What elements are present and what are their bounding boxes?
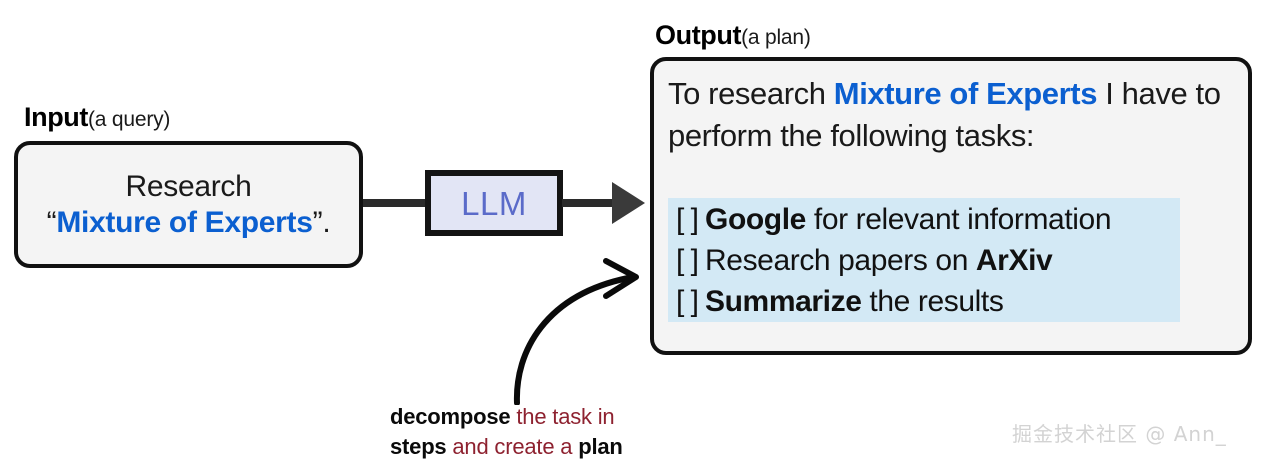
- task-rest: for relevant information: [805, 203, 1112, 236]
- watermark-text: 掘金技术社区 @ Ann_: [1012, 422, 1227, 446]
- decompose-line1-rest: the task in: [510, 404, 615, 429]
- decompose-line2-rest: and create a: [446, 434, 579, 459]
- task-lead-bold: Summarize: [705, 285, 862, 318]
- task-list-item[interactable]: [ ] Research papers on ArXiv: [676, 240, 1196, 281]
- decompose-annotation-text: decompose the task in steps and create a…: [390, 402, 720, 462]
- output-intro-after: I have to perform the following tasks:: [668, 76, 1221, 153]
- task-lead-bold: Google: [705, 203, 806, 236]
- checkbox-icon[interactable]: [ ]: [676, 285, 699, 318]
- task-list-item[interactable]: [ ] Summarize the results: [676, 281, 1196, 322]
- input-caption-title: Input: [24, 102, 88, 132]
- quote-close-glyph: ”: [312, 205, 323, 239]
- checkbox-icon[interactable]: [ ]: [676, 203, 699, 236]
- input-query-line-2: “Mixture of Experts”.: [47, 205, 331, 240]
- steps-keyword: steps: [390, 434, 447, 459]
- task-list-highlight-band: [668, 198, 1180, 322]
- decompose-annotation-line-2: steps and create a plan: [390, 432, 720, 462]
- arrow-head-icon: [612, 182, 645, 224]
- decompose-annotation-line-1: decompose the task in: [390, 402, 720, 432]
- task-list-item[interactable]: [ ] Google for relevant information: [676, 199, 1196, 240]
- connector-line-llm-to-output: [562, 199, 624, 207]
- task-tail-bold: ArXiv: [975, 244, 1053, 277]
- output-intro-term: Mixture of Experts: [833, 76, 1098, 111]
- decompose-curved-arrow-icon: [513, 258, 639, 405]
- llm-node-label: LLM: [461, 184, 527, 222]
- task-rest: the results: [861, 285, 1004, 318]
- checkbox-icon[interactable]: [ ]: [676, 244, 699, 277]
- output-caption-title: Output: [655, 20, 742, 50]
- output-caption-subtitle: (a plan): [741, 26, 811, 49]
- input-caption-subtitle: (a query): [87, 108, 171, 131]
- input-query-box: Research “Mixture of Experts”.: [14, 141, 363, 268]
- input-panel-caption: Input(a query): [24, 104, 170, 131]
- plan-keyword: plan: [578, 434, 623, 459]
- input-query-term: Mixture of Experts: [56, 205, 313, 239]
- output-intro-before: To research: [668, 76, 834, 111]
- input-query-period: .: [322, 205, 331, 239]
- connector-line-input-to-llm: [363, 199, 427, 207]
- output-intro-text: To research Mixture of Experts I have to…: [668, 73, 1238, 157]
- task-checklist: [ ] Google for relevant information [ ] Re…: [676, 199, 1196, 322]
- task-rest: Research papers on: [705, 244, 976, 277]
- llm-node: LLM: [425, 170, 563, 236]
- decompose-keyword: decompose: [390, 404, 511, 429]
- output-panel-caption: Output(a plan): [655, 22, 811, 49]
- input-query-line-1: Research: [125, 170, 252, 204]
- quote-open-glyph: “: [46, 205, 57, 239]
